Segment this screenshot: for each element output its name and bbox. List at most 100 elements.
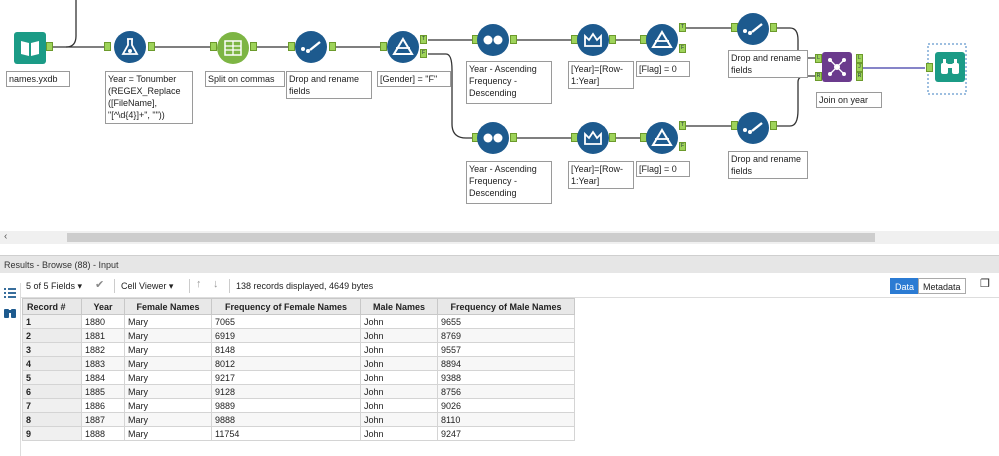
table-cell[interactable]: John (360, 328, 438, 343)
arrow-down-icon[interactable]: ↓ (213, 278, 219, 290)
arrow-up-icon[interactable]: ↑ (196, 278, 202, 290)
canvas-horizontal-scrollbar[interactable]: ‹ (0, 231, 999, 244)
table-cell[interactable]: 5 (22, 370, 82, 385)
formula-tool[interactable] (114, 31, 146, 63)
table-cell[interactable]: 9026 (437, 398, 575, 413)
browse-tool[interactable] (935, 52, 965, 82)
column-header-record[interactable]: Record # (22, 298, 82, 315)
select-top-output-anchor[interactable] (770, 23, 777, 32)
table-cell[interactable]: John (360, 384, 438, 399)
select-tool-bottom[interactable] (737, 112, 769, 144)
text-to-columns-tool[interactable] (217, 32, 249, 64)
table-cell[interactable]: 9655 (437, 314, 575, 329)
table-cell[interactable]: 1 (22, 314, 82, 329)
table-cell[interactable]: Mary (124, 398, 212, 413)
table-cell[interactable]: 1884 (81, 370, 125, 385)
join-output-left[interactable]: L (856, 54, 863, 63)
table-cell[interactable]: Mary (124, 370, 212, 385)
multi-row-formula-bottom[interactable] (577, 122, 609, 154)
table-cell[interactable]: 11754 (211, 426, 361, 441)
filter-gender-input-anchor[interactable] (380, 42, 387, 51)
sort-tool-top[interactable] (477, 24, 509, 56)
select1-output-anchor[interactable] (329, 42, 336, 51)
filter-flag-bottom[interactable] (646, 122, 678, 154)
binoculars-icon[interactable] (3, 305, 17, 319)
join-left-input-anchor[interactable]: L (815, 54, 822, 63)
sort-top-output-anchor[interactable] (510, 35, 517, 44)
multirow-bottom-output-anchor[interactable] (609, 133, 616, 142)
table-cell[interactable]: 8148 (211, 342, 361, 357)
fields-selector[interactable]: 5 of 5 Fields ▾ (26, 279, 82, 293)
join-right-input-anchor[interactable]: R (815, 72, 822, 81)
table-cell[interactable]: 9128 (211, 384, 361, 399)
input-data-tool[interactable] (14, 32, 46, 64)
table-cell[interactable]: 9217 (211, 370, 361, 385)
table-cell[interactable]: John (360, 412, 438, 427)
table-cell[interactable]: Mary (124, 384, 212, 399)
table-cell[interactable]: 1885 (81, 384, 125, 399)
join-output-right[interactable]: R (856, 72, 863, 81)
table-cell[interactable]: John (360, 314, 438, 329)
filter-flag-top[interactable] (646, 24, 678, 56)
input-output-anchor[interactable] (46, 42, 53, 51)
join-tool[interactable] (822, 52, 852, 82)
table-cell[interactable]: 1881 (81, 328, 125, 343)
table-cell[interactable]: 2 (22, 328, 82, 343)
table-cell[interactable]: 9 (22, 426, 82, 441)
table-cell[interactable]: John (360, 370, 438, 385)
table-cell[interactable]: Mary (124, 356, 212, 371)
table-cell[interactable]: 9557 (437, 342, 575, 357)
table-cell[interactable]: 7065 (211, 314, 361, 329)
table-cell[interactable]: 4 (22, 356, 82, 371)
scrollbar-thumb[interactable] (67, 233, 875, 242)
table-cell[interactable]: 6919 (211, 328, 361, 343)
table-cell[interactable]: 3 (22, 342, 82, 357)
tab-metadata[interactable]: Metadata (918, 278, 966, 294)
table-cell[interactable]: 7 (22, 398, 82, 413)
scroll-left-icon[interactable]: ‹ (4, 231, 8, 242)
cell-viewer-dropdown[interactable]: Cell Viewer ▾ (121, 279, 173, 293)
table-cell[interactable]: Mary (124, 328, 212, 343)
sort-tool-bottom[interactable] (477, 122, 509, 154)
table-cell[interactable]: Mary (124, 412, 212, 427)
flag-bottom-true-anchor[interactable]: T (679, 121, 686, 130)
table-cell[interactable]: 8769 (437, 328, 575, 343)
table-cell[interactable]: 6 (22, 384, 82, 399)
table-cell[interactable]: 8012 (211, 356, 361, 371)
join-output-join[interactable]: J (856, 63, 863, 72)
split-input-anchor[interactable] (210, 42, 217, 51)
table-cell[interactable]: 1888 (81, 426, 125, 441)
browse-input-anchor[interactable] (926, 63, 933, 72)
table-cell[interactable]: Mary (124, 426, 212, 441)
table-cell[interactable]: 8 (22, 412, 82, 427)
table-cell[interactable]: 9247 (437, 426, 575, 441)
table-cell[interactable]: John (360, 426, 438, 441)
table-cell[interactable]: 1886 (81, 398, 125, 413)
split-output-anchor[interactable] (250, 42, 257, 51)
table-cell[interactable]: 1880 (81, 314, 125, 329)
filter-true-anchor[interactable]: T (420, 35, 427, 44)
table-cell[interactable]: 8110 (437, 412, 575, 427)
select-tool-top[interactable] (737, 13, 769, 45)
checkmark-apply-icon[interactable]: ✔ (95, 279, 105, 291)
table-cell[interactable]: 9888 (211, 412, 361, 427)
table-cell[interactable]: John (360, 398, 438, 413)
list-icon[interactable] (3, 286, 17, 300)
column-header-frequency-male[interactable]: Frequency of Male Names (437, 298, 575, 315)
flag-top-false-anchor[interactable]: F (679, 44, 686, 53)
multi-row-formula-top[interactable] (577, 24, 609, 56)
formula-input-anchor[interactable] (104, 42, 111, 51)
table-cell[interactable]: 8894 (437, 356, 575, 371)
column-header-year[interactable]: Year (81, 298, 125, 315)
flag-bottom-false-anchor[interactable]: F (679, 142, 686, 151)
formula-output-anchor[interactable] (148, 42, 155, 51)
table-cell[interactable]: 1882 (81, 342, 125, 357)
workflow-canvas[interactable]: names.yxdb Year = Tonumber (REGEX_Replac… (0, 0, 999, 230)
